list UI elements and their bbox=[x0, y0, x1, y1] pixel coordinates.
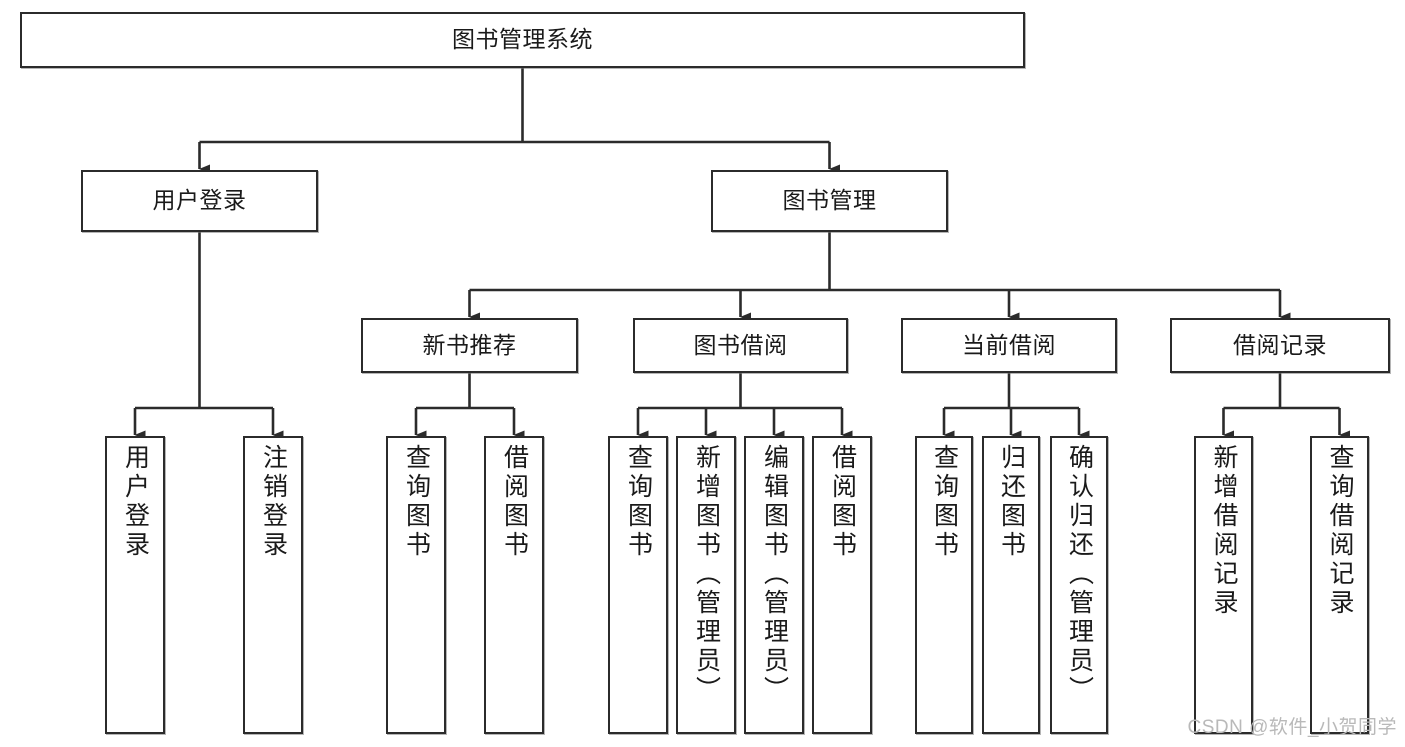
node-label: 查询图书 bbox=[402, 444, 431, 560]
node-leaf-cb-confirm[interactable]: 确认归还（管理员） bbox=[1050, 436, 1108, 734]
node-label: 用户登录 bbox=[121, 444, 150, 560]
node-leaf-user-login[interactable]: 用户登录 bbox=[105, 436, 165, 734]
node-book-borrow[interactable]: 图书借阅 bbox=[633, 318, 848, 373]
node-book-manage[interactable]: 图书管理 bbox=[711, 170, 948, 232]
node-label: 图书管理系统 bbox=[452, 26, 593, 53]
node-label: 借阅图书 bbox=[828, 444, 857, 560]
node-label: 新书推荐 bbox=[422, 331, 517, 358]
node-leaf-br-query[interactable]: 查询借阅记录 bbox=[1310, 436, 1369, 734]
node-leaf-bb-query[interactable]: 查询图书 bbox=[608, 436, 668, 734]
node-leaf-br-add[interactable]: 新增借阅记录 bbox=[1194, 436, 1253, 734]
node-label: 图书借阅 bbox=[693, 331, 788, 358]
node-leaf-bb-add[interactable]: 新增图书（管理员） bbox=[676, 436, 736, 734]
node-label: 查询图书 bbox=[930, 444, 959, 560]
node-label: 查询图书 bbox=[624, 444, 653, 560]
node-label: 图书管理 bbox=[782, 187, 877, 214]
watermark: CSDN @软件_小贺同学 bbox=[1187, 717, 1397, 738]
node-new-book-rec[interactable]: 新书推荐 bbox=[361, 318, 578, 373]
node-user-login[interactable]: 用户登录 bbox=[81, 170, 318, 232]
node-label: 查询借阅记录 bbox=[1326, 444, 1354, 618]
node-label: 注销登录 bbox=[259, 444, 288, 560]
node-leaf-cb-query[interactable]: 查询图书 bbox=[915, 436, 973, 734]
node-label: 新增借阅记录 bbox=[1210, 444, 1238, 618]
node-leaf-rec-query[interactable]: 查询图书 bbox=[386, 436, 446, 734]
node-root[interactable]: 图书管理系统 bbox=[20, 12, 1025, 68]
node-label: 编辑图书（管理员） bbox=[760, 444, 789, 705]
node-leaf-rec-borrow[interactable]: 借阅图书 bbox=[484, 436, 544, 734]
node-leaf-bb-borrow[interactable]: 借阅图书 bbox=[812, 436, 872, 734]
node-borrow-record[interactable]: 借阅记录 bbox=[1170, 318, 1390, 373]
node-leaf-cb-return[interactable]: 归还图书 bbox=[982, 436, 1040, 734]
node-leaf-user-logout[interactable]: 注销登录 bbox=[243, 436, 303, 734]
node-label: 用户登录 bbox=[152, 187, 247, 214]
node-label: 确认归还（管理员） bbox=[1065, 444, 1094, 705]
node-label: 新增图书（管理员） bbox=[692, 444, 721, 705]
node-label: 借阅记录 bbox=[1233, 331, 1327, 358]
node-label: 归还图书 bbox=[997, 444, 1026, 560]
node-label: 当前借阅 bbox=[962, 331, 1056, 358]
node-leaf-bb-edit[interactable]: 编辑图书（管理员） bbox=[744, 436, 804, 734]
node-current-borrow[interactable]: 当前借阅 bbox=[901, 318, 1117, 373]
node-label: 借阅图书 bbox=[500, 444, 529, 560]
